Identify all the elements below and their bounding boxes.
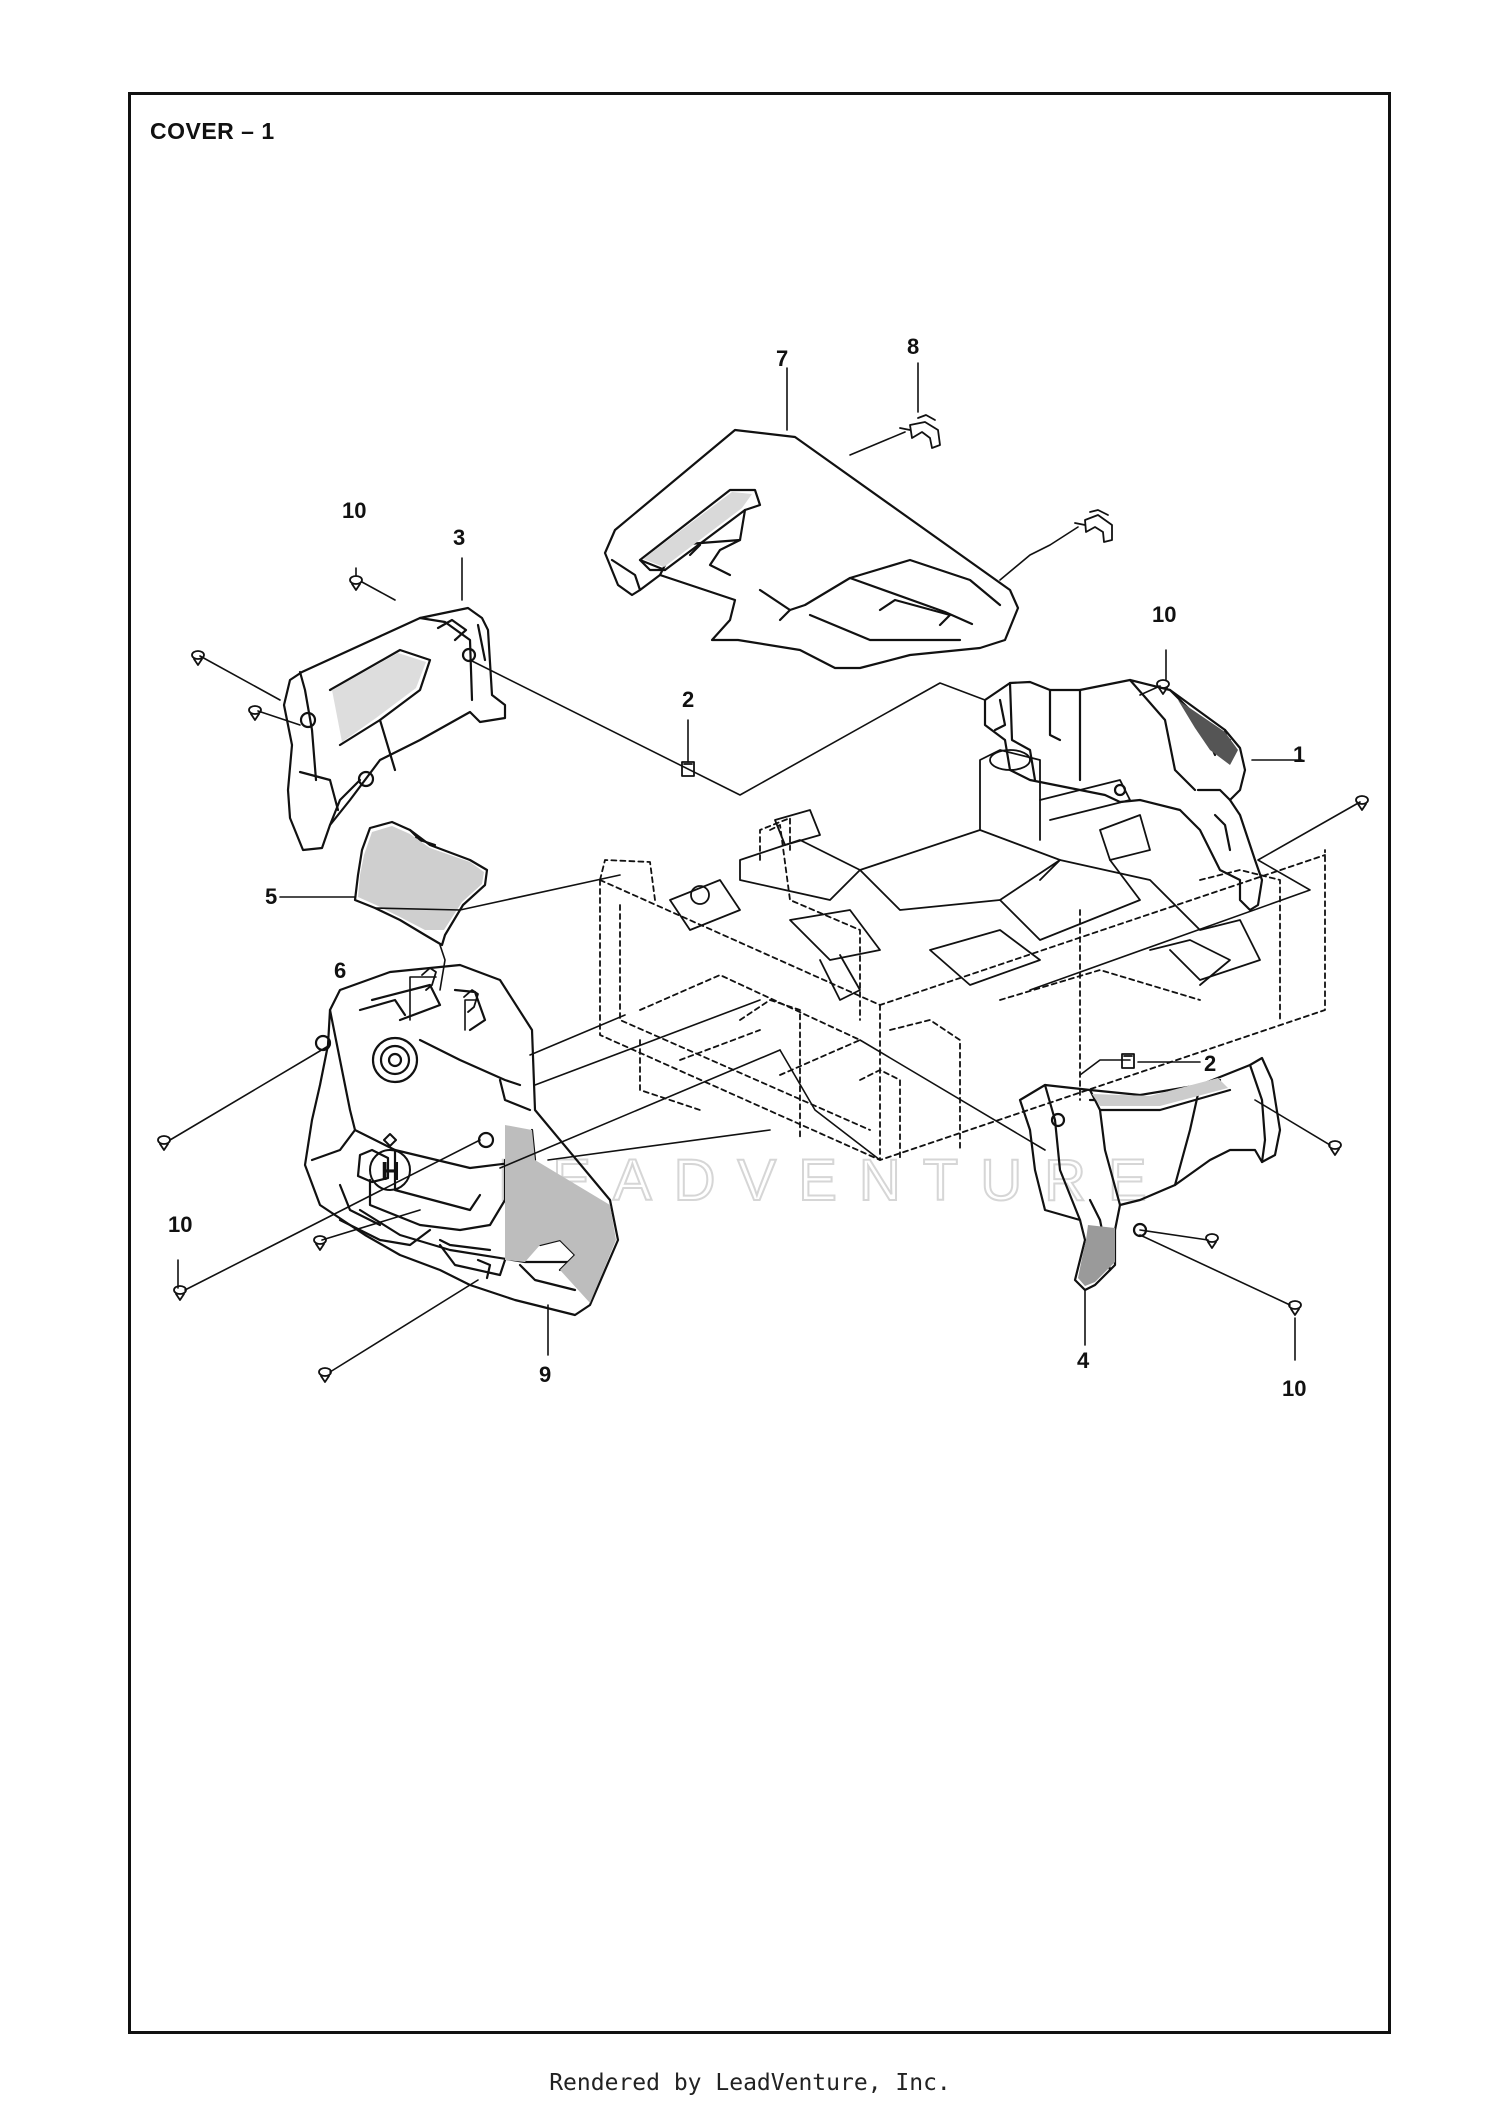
part-8-clip-upper [899, 414, 941, 449]
callout-label: 10 [1152, 602, 1176, 627]
chassis-details [669, 749, 1261, 1001]
callout-label: 2 [682, 687, 694, 712]
callout-label: 5 [265, 884, 277, 909]
callout-label: 10 [342, 498, 366, 523]
screw-icon [1205, 1233, 1219, 1249]
screw-icon [349, 575, 363, 591]
part-4-shade [1078, 1225, 1115, 1286]
page-title: COVER – 1 [150, 118, 275, 144]
callout-label: 3 [453, 525, 465, 550]
part-6-clips [421, 967, 479, 1013]
callout-label: 4 [1077, 1348, 1090, 1373]
part-3-shade [332, 653, 426, 742]
callout-label: 1 [1293, 742, 1305, 767]
screw-icon [173, 1285, 187, 1301]
screw-icon [1156, 679, 1170, 695]
footer-credit: Rendered by LeadVenture, Inc. [549, 2070, 951, 2096]
part-9-shade [505, 1125, 616, 1303]
husqvarna-emblem [369, 1133, 411, 1191]
diagram-frame [128, 92, 1391, 2034]
part-10-screws [157, 575, 1369, 1383]
screw-icon [1288, 1300, 1302, 1316]
callout-labels: 7 8 10 3 10 2 1 5 6 2 10 9 4 10 [168, 334, 1306, 1401]
screw-icon [248, 705, 262, 721]
part-8-clip-lower [1074, 509, 1113, 543]
callout-label: 10 [168, 1212, 192, 1237]
emblem-letter: H [381, 1156, 400, 1186]
callout-label: 2 [1204, 1051, 1216, 1076]
callout-label: 6 [334, 958, 346, 983]
callout-label: 8 [907, 334, 919, 359]
part-4-shade-top [1092, 1078, 1228, 1106]
chassis-frame [599, 817, 1326, 1161]
screw-icon [318, 1367, 332, 1383]
screw-icon [157, 1135, 171, 1151]
part-3-left-rear-cover [282, 606, 507, 852]
screw-icon [313, 1235, 327, 1251]
leader-lines [169, 362, 1361, 1373]
callout-label: 7 [776, 346, 788, 371]
screw-icon [1328, 1140, 1342, 1156]
callout-label: 10 [1282, 1376, 1306, 1401]
screw-icon [191, 650, 205, 666]
callout-label: 9 [539, 1362, 551, 1387]
part-1-shade [1178, 700, 1238, 765]
part-7-hood-shade [643, 492, 752, 567]
screw-icon [1355, 795, 1369, 811]
part-2-clip-lower [1121, 1053, 1135, 1069]
part-5-shade [358, 826, 484, 930]
